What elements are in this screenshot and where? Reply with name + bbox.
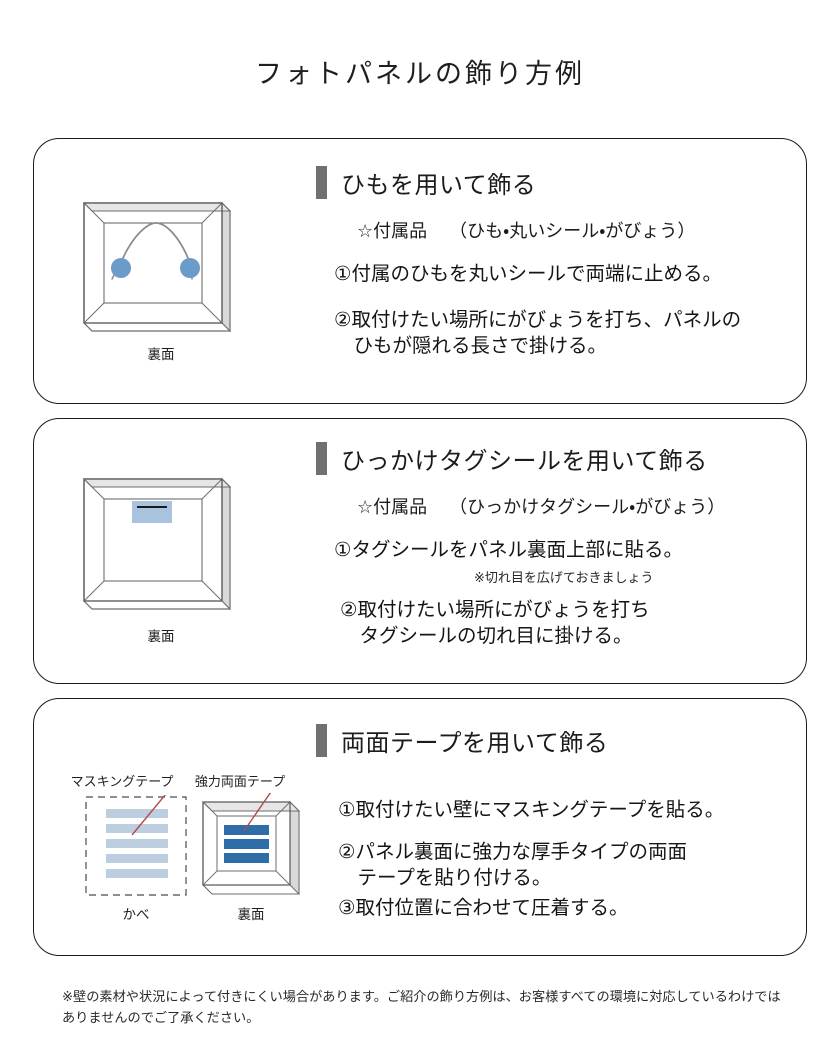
- step-item: ①付属のひもを丸いシールで両端に止める。: [334, 263, 722, 285]
- heading-accent-bar: [316, 442, 327, 475]
- step-item: ③取付位置に合わせて圧着する。: [338, 897, 629, 919]
- step-item: ②取付けたい場所にがびょうを打ち、パネルの ひもが隠れる長さで掛ける。: [334, 309, 742, 358]
- illustration-himo: 裏面: [56, 139, 288, 403]
- text-column-himo: ひもを用いて飾る ☆付属品 （ひも・丸いシール・がびょう） ①付属のひもを丸いシー…: [282, 139, 796, 403]
- frame-back-with-tag-figure: [82, 477, 232, 611]
- section-title-text: ひもを用いて飾る: [341, 172, 537, 199]
- section-heading-himo: ひもを用いて飾る: [316, 165, 536, 200]
- section-card-double-tape: マスキングテープ かべ 強力両面テープ: [33, 698, 807, 956]
- footer-disclaimer: ※壁の素材や状況によって付きにくい場合があります。ご紹介の飾り方例は、お客様すべ…: [62, 989, 781, 1026]
- step-item: ②パネル裏面に強力な厚手タイプの両面 テープを貼り付ける。: [338, 841, 687, 890]
- round-seal-left: [111, 258, 131, 278]
- frame-back-with-string-figure: [82, 201, 232, 333]
- heading-accent-bar: [316, 166, 327, 199]
- illustration-caption-back: 裏面: [147, 629, 175, 644]
- frame-back-with-tape-figure: [201, 793, 301, 896]
- accessories-value: （ひっかけタグシール・がびょう）: [449, 497, 726, 517]
- strong-double-tape-label: 強力両面テープ: [194, 774, 286, 789]
- section-card-tag-seal: 裏面 ひっかけタグシールを用いて飾る ☆付属品 （ひっかけタグシール・がびょう） …: [33, 418, 807, 684]
- illustration-double-tape: マスキングテープ かべ 強力両面テープ: [56, 699, 301, 955]
- accessories-label: ☆付属品: [357, 497, 428, 517]
- section-title-text: ひっかけタグシールを用いて飾る: [341, 448, 708, 475]
- wall-caption: かべ: [122, 907, 150, 922]
- step-note: ※切れ目を広げておきましょう: [474, 570, 654, 585]
- accessories-value: （ひも・丸いシール・がびょう）: [449, 221, 696, 241]
- round-seal-right: [180, 258, 200, 278]
- illustration-caption-back: 裏面: [147, 347, 175, 362]
- masking-tape-on-wall-figure: [85, 795, 187, 896]
- page-title: フォトパネルの飾り方例: [255, 59, 585, 89]
- accessories-line-himo: ☆付属品 （ひも・丸いシール・がびょう）: [357, 217, 695, 243]
- section-title-text: 両面テープを用いて飾る: [341, 730, 609, 757]
- section-heading-double-tape: 両面テープを用いて飾る: [316, 723, 608, 758]
- text-column-double-tape: 両面テープを用いて飾る ①取付けたい壁にマスキングテープを貼る。 ②パネル裏面に…: [282, 699, 796, 955]
- step-item: ②取付けたい場所にがびょうを打ち タグシールの切れ目に掛ける。: [340, 599, 650, 648]
- frame-back-caption: 裏面: [237, 907, 265, 922]
- section-heading-tag-seal: ひっかけタグシールを用いて飾る: [316, 441, 708, 476]
- masking-tape-label: マスキングテープ: [70, 774, 174, 789]
- step-item: ①タグシールをパネル裏面上部に貼る。: [334, 539, 683, 561]
- accessories-line-tag-seal: ☆付属品 （ひっかけタグシール・がびょう）: [357, 493, 725, 519]
- accessories-label: ☆付属品: [357, 221, 428, 241]
- tag-seal-sticker: [132, 501, 172, 523]
- text-column-tag-seal: ひっかけタグシールを用いて飾る ☆付属品 （ひっかけタグシール・がびょう） ①タグ…: [282, 419, 796, 683]
- step-item: ①取付けたい壁にマスキングテープを貼る。: [338, 799, 725, 821]
- illustration-tag-seal: 裏面: [56, 419, 288, 683]
- heading-accent-bar: [316, 724, 327, 757]
- section-card-himo: 裏面 ひもを用いて飾る ☆付属品 （ひも・丸いシール・がびょう） ①付属のひもを丸…: [33, 138, 807, 404]
